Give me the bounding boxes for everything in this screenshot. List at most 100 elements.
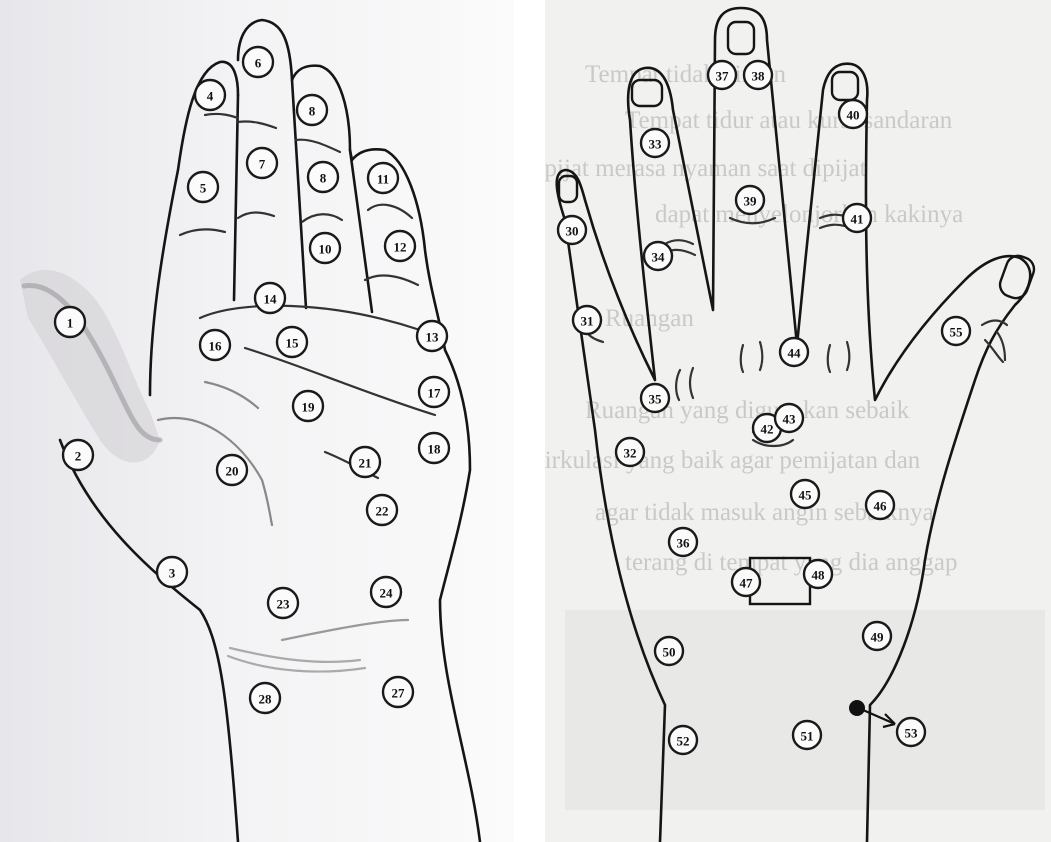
- palm-point-11: 11: [368, 163, 398, 193]
- point-label: 15: [286, 336, 300, 351]
- palm-point-24: 24: [371, 577, 401, 607]
- back-point-31: 31: [573, 306, 601, 334]
- crease: [365, 275, 418, 285]
- back-point-47: 47: [732, 568, 760, 596]
- point-label: 37: [716, 69, 730, 84]
- point-label: 7: [259, 157, 266, 172]
- back-point-35: 35: [641, 384, 669, 412]
- palm-hand-drawing: 1234567881011121314151617181920212223242…: [0, 0, 514, 842]
- point-label: 11: [377, 172, 389, 187]
- point-label: 42: [761, 422, 774, 437]
- palm-point-15: 15: [277, 327, 307, 357]
- palm-point-18: 18: [419, 433, 449, 463]
- point-label: 24: [380, 586, 394, 601]
- back-point-45: 45: [791, 480, 819, 508]
- back-point-50: 50: [655, 637, 683, 665]
- crease: [760, 342, 762, 370]
- palm-point-4: 4: [195, 80, 225, 110]
- crease: [741, 345, 743, 372]
- point-label: 40: [847, 108, 860, 123]
- back-point-43: 43: [775, 404, 803, 432]
- crease-heart-line: [200, 306, 420, 330]
- nail-ring: [832, 72, 858, 100]
- faded-photo-area: [565, 610, 1045, 810]
- crease: [665, 240, 693, 244]
- point-label: 19: [302, 400, 316, 415]
- back-point-44: 44: [780, 338, 808, 366]
- palm-point-16: 16: [200, 330, 230, 360]
- crease: [302, 214, 342, 222]
- point-label: 32: [624, 446, 637, 461]
- point-label: 14: [264, 292, 278, 307]
- wrist-crease: [228, 656, 365, 672]
- back-point-48: 48: [804, 560, 832, 588]
- palm-point-1: 1: [55, 307, 85, 337]
- point-label: 46: [874, 499, 888, 514]
- crease-head-line: [245, 348, 435, 415]
- palm-point-7: 7: [247, 148, 277, 178]
- point-label: 43: [783, 412, 797, 427]
- palm-point-22: 22: [367, 495, 397, 525]
- palm-point-13: 13: [417, 321, 447, 351]
- palm-point-28: 28: [250, 683, 280, 713]
- thumb-smudge: [20, 270, 160, 463]
- point-label: 13: [426, 330, 440, 345]
- point-label: 45: [799, 488, 813, 503]
- wrist-crease: [230, 648, 360, 662]
- background-text-line: dipijat merasa nyaman saat dipijat: [545, 155, 867, 182]
- point-label: 28: [259, 692, 273, 707]
- point-label: 5: [200, 181, 207, 196]
- point-label: 35: [649, 392, 663, 407]
- point-label: 21: [359, 456, 372, 471]
- palm-point-23: 23: [268, 588, 298, 618]
- nail-middle: [728, 22, 754, 54]
- palm-point-2: 2: [63, 440, 93, 470]
- crease: [676, 370, 680, 400]
- point-label: 1: [67, 316, 74, 331]
- point-label: 6: [255, 56, 262, 71]
- point-label: 16: [209, 339, 223, 354]
- point-label: 18: [428, 442, 442, 457]
- back-point-39: 39: [736, 186, 764, 214]
- background-text-line: sirkulasi yang baik agar pemijatan dan: [545, 447, 921, 474]
- point-label: 33: [649, 137, 663, 152]
- crease: [180, 229, 225, 235]
- point-label: 55: [950, 325, 964, 340]
- palm-point-17: 17: [419, 377, 449, 407]
- point-label: 38: [752, 69, 766, 84]
- point-label: 3: [169, 566, 176, 581]
- point-label: 31: [581, 314, 594, 329]
- point-label: 8: [309, 104, 316, 119]
- point-label: 53: [905, 726, 919, 741]
- palm-point-12: 12: [385, 231, 415, 261]
- palm-point-20: 20: [217, 455, 247, 485]
- point-label: 10: [319, 242, 332, 257]
- palm-point-27: 27: [383, 677, 413, 707]
- wrist-dot: [849, 700, 865, 716]
- palm-point-8a: 8: [297, 95, 327, 125]
- back-point-40: 40: [839, 100, 867, 128]
- point-label: 34: [652, 250, 666, 265]
- point-label: 30: [566, 224, 579, 239]
- crease: [985, 340, 1003, 362]
- back-point-37: 37: [708, 61, 736, 89]
- palm-hand-chart: 1234567881011121314151617181920212223242…: [0, 0, 514, 842]
- palm-point-19: 19: [293, 391, 323, 421]
- point-label: 17: [428, 386, 442, 401]
- point-label: 41: [851, 212, 864, 227]
- point-label: 4: [207, 89, 214, 104]
- point-label: 20: [226, 464, 239, 479]
- point-label: 44: [788, 346, 802, 361]
- back-point-41: 41: [843, 204, 871, 232]
- point-label: 49: [871, 630, 885, 645]
- point-label: 12: [394, 240, 407, 255]
- back-point-55: 55: [942, 317, 970, 345]
- point-label: 47: [740, 576, 754, 591]
- point-label: 27: [392, 686, 406, 701]
- crease: [690, 368, 693, 398]
- nail-thumb: [997, 252, 1038, 301]
- point-label: 36: [677, 536, 691, 551]
- background-text-line: Ruangan yang digunakan sebaik: [585, 397, 910, 424]
- point-label: 23: [277, 597, 291, 612]
- palm-point-21: 21: [350, 447, 380, 477]
